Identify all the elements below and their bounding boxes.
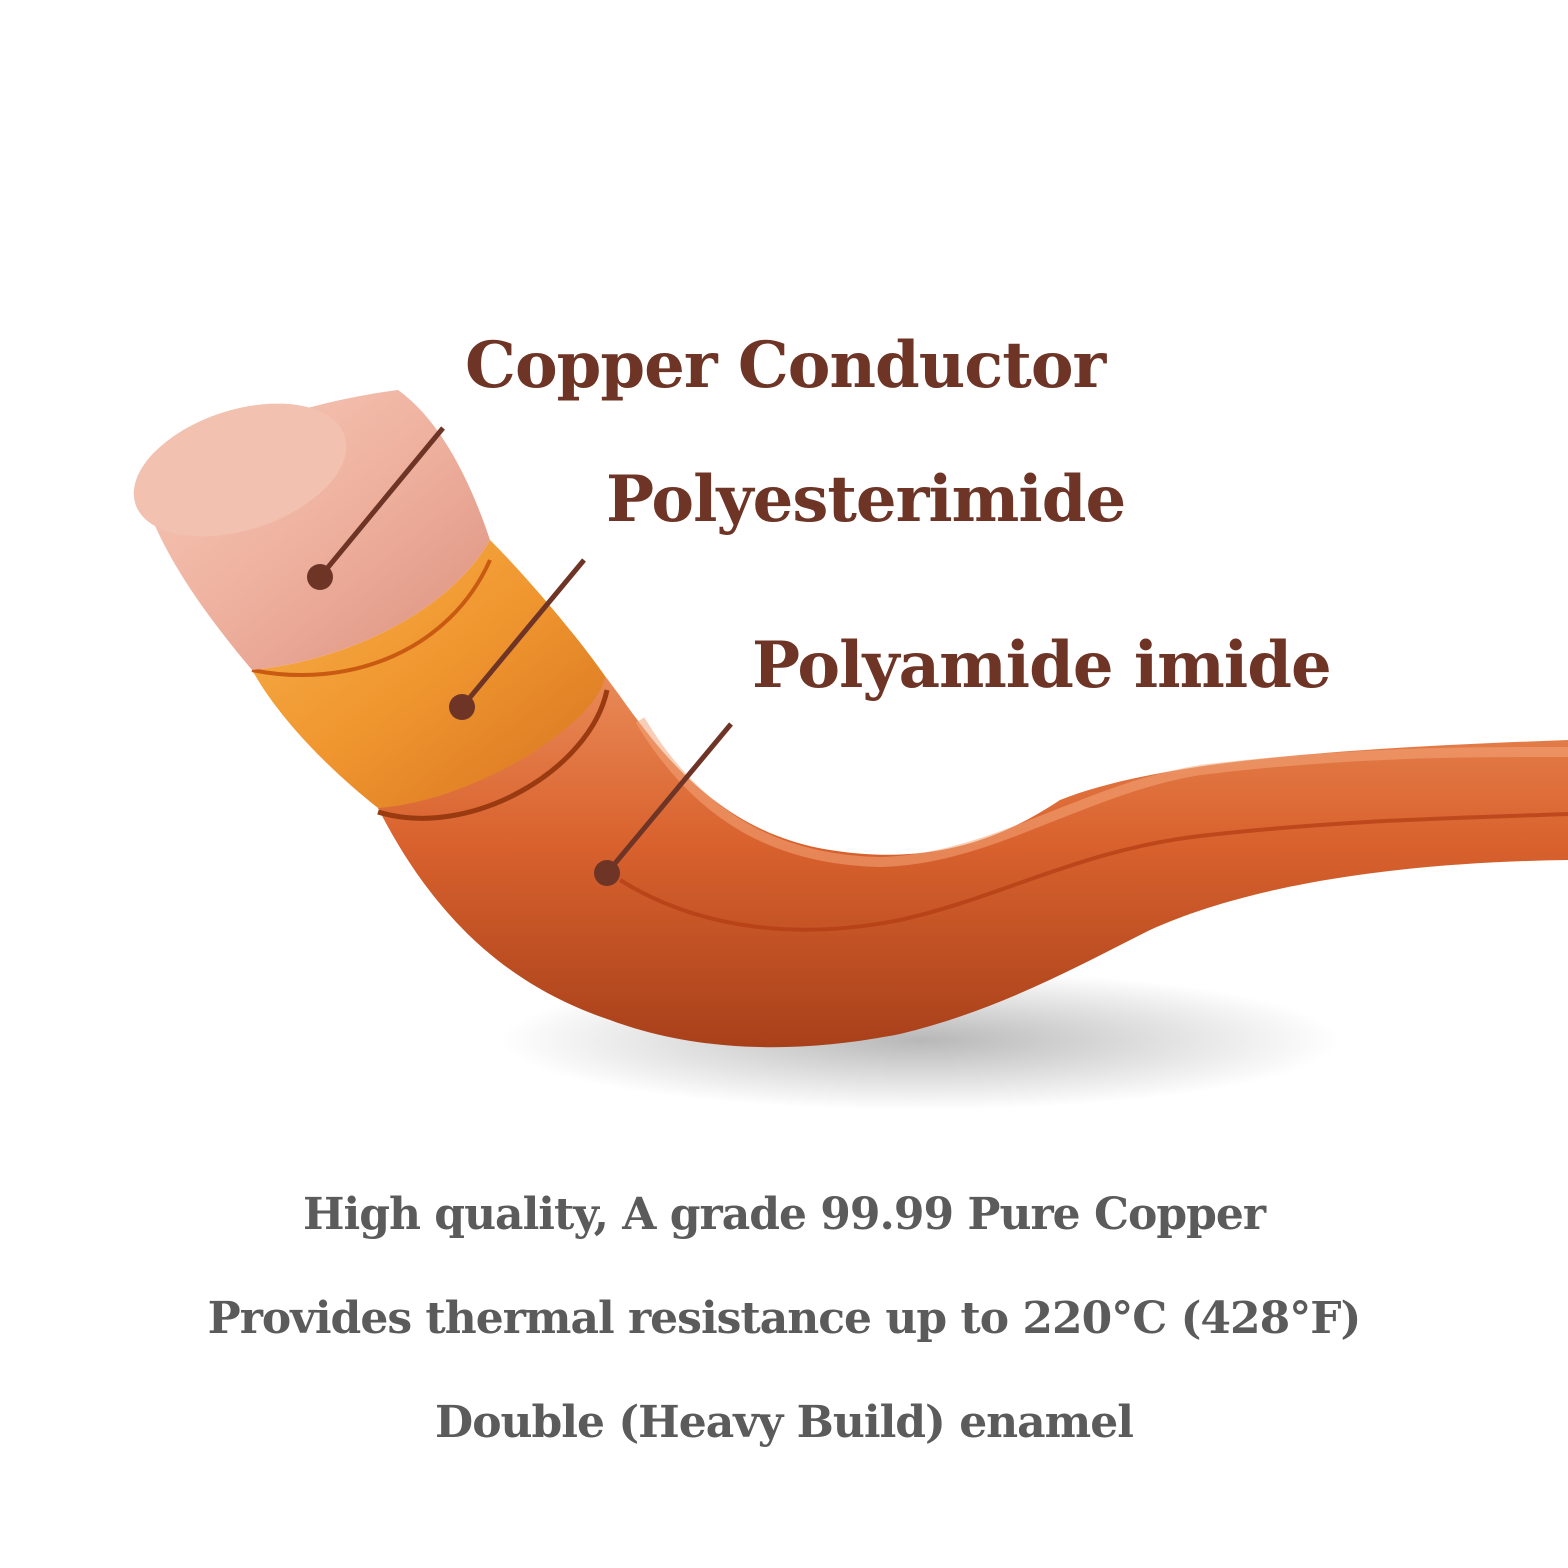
leader-polyesterimide [449, 558, 586, 720]
copper-core-face [133, 403, 347, 537]
polyamide-imide-edge-ring [377, 689, 610, 821]
polyesterimide-edge-ring [251, 559, 492, 678]
leader-copper-conductor [307, 426, 445, 590]
pointer-dot-polyesterimide [449, 694, 475, 720]
label-polyamide-imide: Polyamide imide [752, 628, 1332, 703]
caption-thermal-resistance: Provides thermal resistance up to 220°C … [207, 1293, 1362, 1344]
polyesterimide-layer [252, 540, 605, 808]
pointer-dot-copper [307, 564, 333, 590]
leader-polyamide-imide [594, 722, 733, 886]
caption-copper-quality: High quality, A grade 99.99 Pure Copper [302, 1189, 1266, 1240]
pointer-dot-polyamide [594, 860, 620, 886]
label-copper-conductor: Copper Conductor [465, 328, 1106, 403]
wire-highlight [635, 717, 1568, 868]
label-polyesterimide: Polyesterimide [606, 462, 1126, 537]
caption-enamel-build: Double (Heavy Build) enamel [435, 1397, 1134, 1448]
wire-inner-line [618, 812, 1568, 932]
